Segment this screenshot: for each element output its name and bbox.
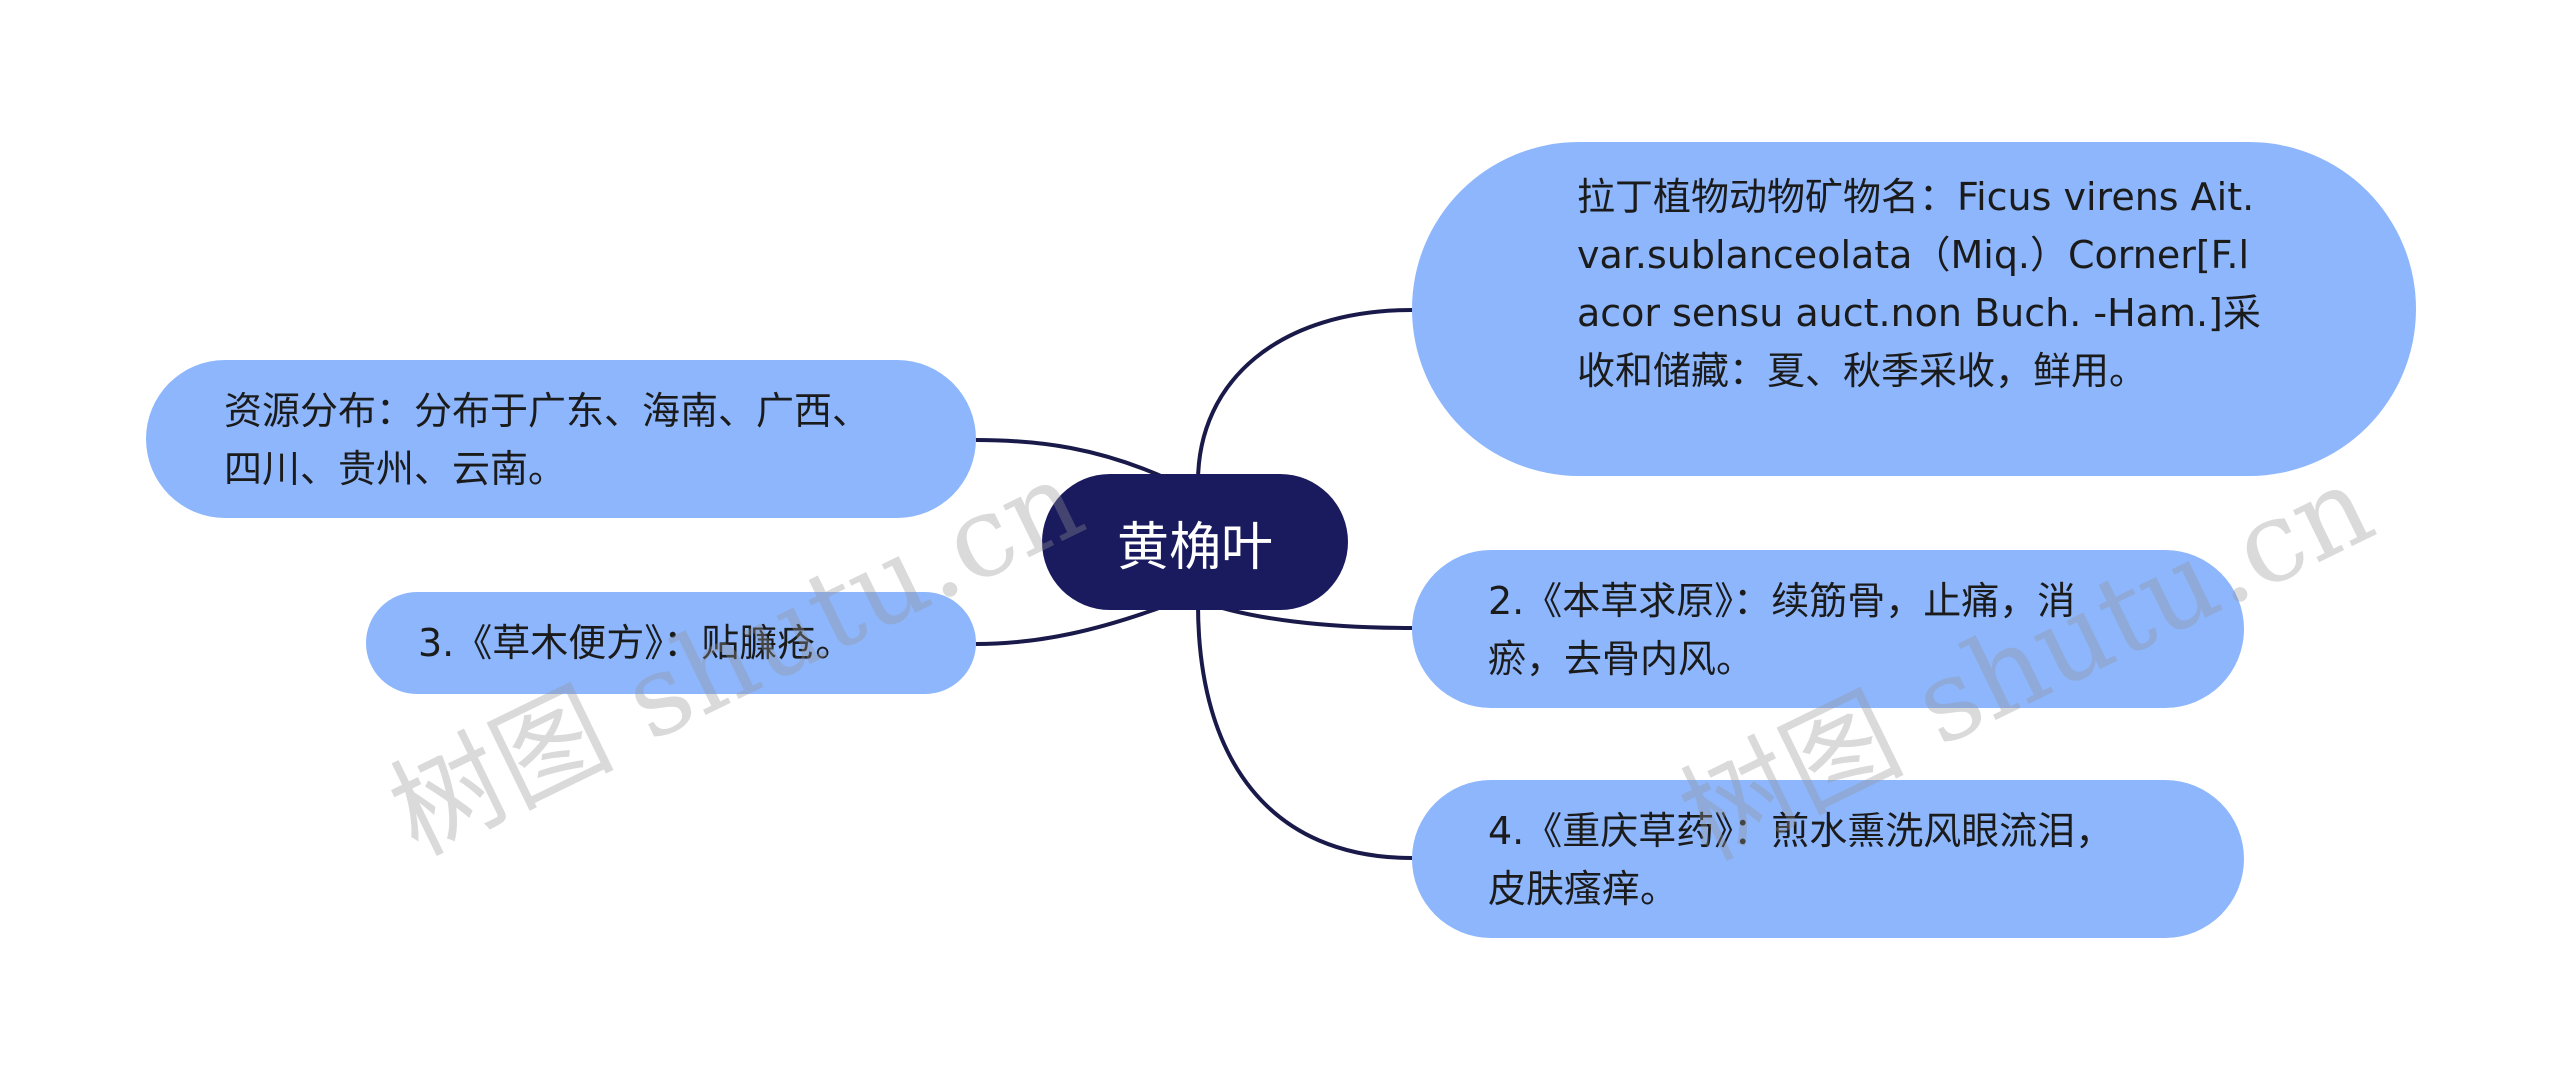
- branch-node-resource-distribution[interactable]: 资源分布：分布于广东、海南、广西、四川、贵州、云南。: [146, 360, 976, 518]
- branch-node-caomu-bianfang[interactable]: 3.《草木便方》：贴臁疮。: [366, 592, 976, 694]
- branch-node-text: 4.《重庆草药》：煎水熏洗风眼流泪，皮肤瘙痒。: [1488, 809, 2114, 911]
- connector-latin: [1196, 308, 1413, 483]
- branch-node-chongqing-caoyao[interactable]: 4.《重庆草药》：煎水熏洗风眼流泪，皮肤瘙痒。: [1412, 780, 2244, 938]
- branch-node-latin-name[interactable]: 拉丁植物动物矿物名：Ficus virens Ait.var.sublanceo…: [1412, 142, 2416, 476]
- root-node[interactable]: 黄桷叶: [1042, 474, 1348, 610]
- branch-node-text: 3.《草木便方》：贴臁疮。: [418, 621, 854, 665]
- root-node-label: 黄桷叶: [1116, 517, 1273, 578]
- connector-chongqing: [1196, 603, 1413, 860]
- branch-node-text: 2.《本草求原》：续筋骨，止痛，消瘀，去骨内风。: [1488, 579, 2076, 681]
- connector-caomu: [975, 602, 1171, 646]
- branch-node-bencao-qiuyuan[interactable]: 2.《本草求原》：续筋骨，止痛，消瘀，去骨内风。: [1412, 550, 2244, 708]
- branch-node-text: 资源分布：分布于广东、海南、广西、四川、贵州、云南。: [224, 389, 871, 491]
- connector-resource: [975, 438, 1171, 482]
- branch-node-text: 拉丁植物动物矿物名：Ficus virens Ait.var.sublanceo…: [1577, 175, 2261, 393]
